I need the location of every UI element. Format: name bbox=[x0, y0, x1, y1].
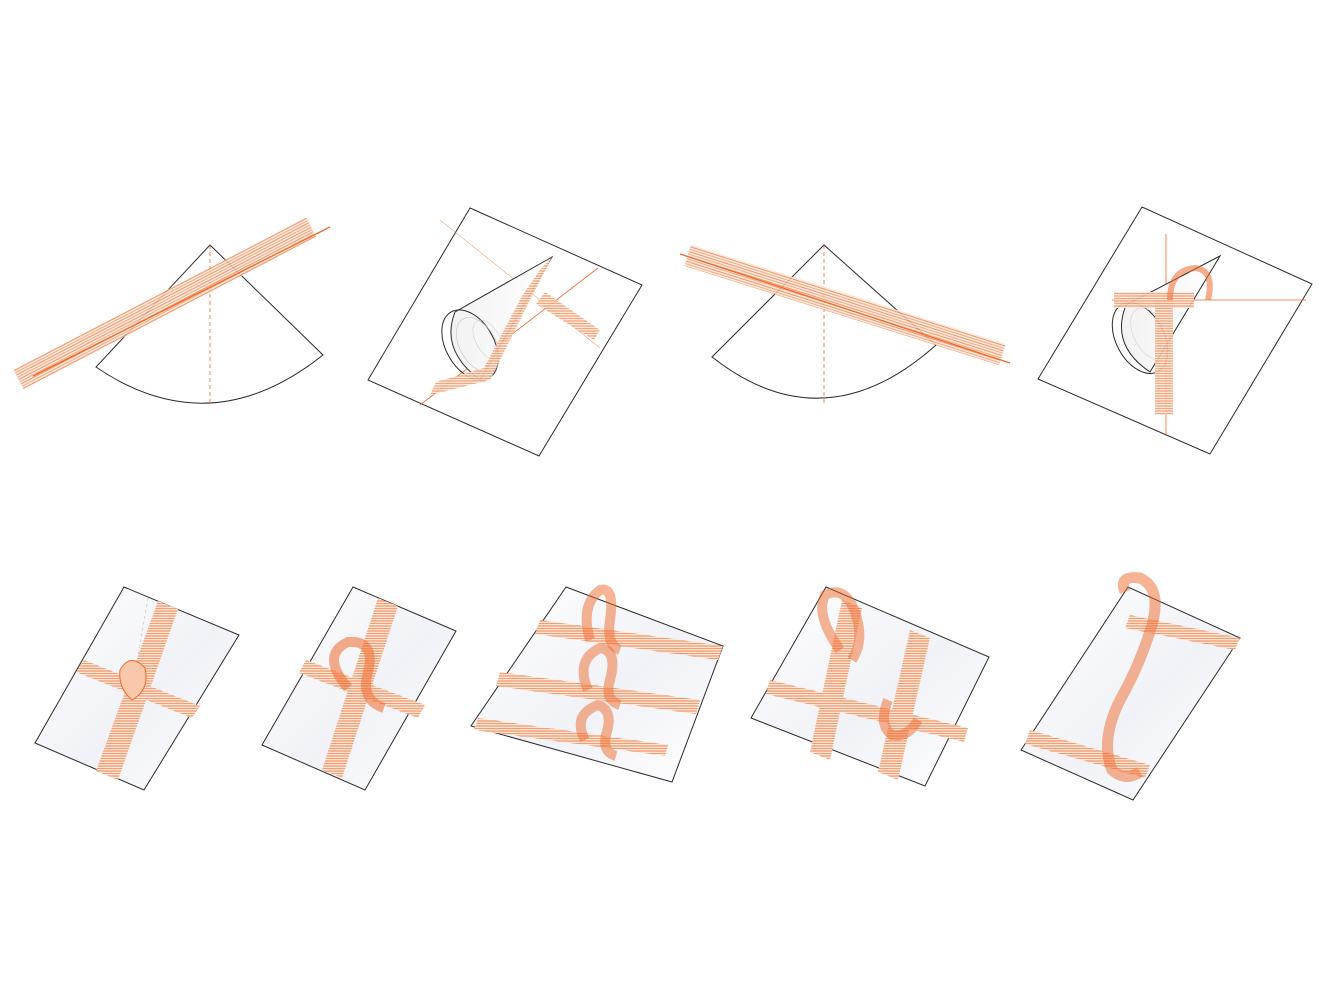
ribbon-centerline bbox=[33, 227, 330, 376]
panel-flat-cone-shallow-ribbon bbox=[680, 245, 1010, 405]
ribbon-centerline bbox=[680, 254, 1010, 363]
panel-cone-on-paper-cross-wrapped bbox=[1038, 207, 1312, 454]
panel-gift-box-double-cross-loops bbox=[751, 587, 989, 786]
panel-flat-cone-diagonal-ribbon bbox=[13, 217, 330, 405]
panel-gift-box-loop bbox=[262, 587, 456, 790]
panel-gift-box-tall-loop bbox=[1021, 578, 1240, 800]
panel-gift-box-triple-loops bbox=[471, 587, 723, 782]
panel-cone-on-paper-wrapped bbox=[368, 208, 642, 456]
panel-gift-box-knot bbox=[35, 587, 239, 790]
ribbon-band bbox=[684, 245, 1005, 365]
